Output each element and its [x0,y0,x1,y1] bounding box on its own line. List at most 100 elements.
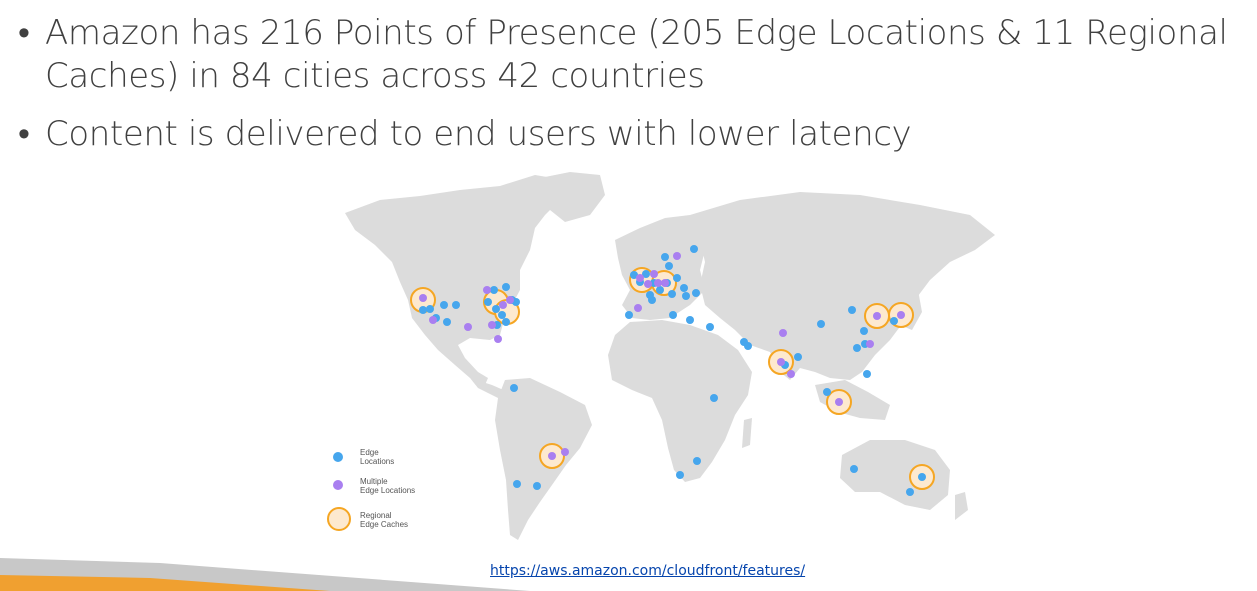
bullet-list: • Amazon has 216 Points of Presence (205… [18,12,1248,171]
multiple-edge-location-marker [654,279,662,287]
multiple-edge-location-marker [644,280,652,288]
edge-location-marker [510,384,518,392]
edge-location-marker [492,305,500,313]
legend-multiple-line2: Edge Locations [360,486,416,495]
edge-location-marker [890,317,898,325]
africa [608,320,752,482]
multiple-edge-location-marker [561,448,569,456]
multiple-edge-location-marker [787,370,795,378]
edge-location-marker [440,301,448,309]
southeast-asia [815,380,890,420]
edge-location-marker [661,253,669,261]
edge-location-marker [706,323,714,331]
edge-location-marker [853,344,861,352]
multiple-edge-location-marker [548,452,556,460]
legend-cache-line2: Edge Caches [360,520,409,529]
new-zealand [955,492,968,520]
bullet-item-pop: • Amazon has 216 Points of Presence (205… [18,12,1248,98]
multiple-edge-locations [419,252,905,460]
multiple-edge-location-marker [429,316,437,324]
edge-location-marker [823,388,831,396]
multiple-edge-location-marker [661,279,669,287]
edge-location-marker [682,292,690,300]
edge-location-marker [665,262,673,270]
legend-edge-label: Edge Locations [360,448,440,466]
multiple-edge-location-marker [488,321,496,329]
edge-location-marker [850,465,858,473]
edge-location-marker [673,274,681,282]
edge-location-marker [648,296,656,304]
edge-location-marker [484,298,492,306]
north-america [345,175,565,385]
edge-location-marker [906,488,914,496]
legend-cache-line1: Regional [360,511,392,520]
edge-location-marker [744,342,752,350]
legend-edge-marker [333,452,343,462]
multiple-edge-location-marker [634,304,642,312]
legend-cache-marker [327,507,351,531]
edge-location-marker [669,311,677,319]
land-masses [345,172,995,540]
edge-location-marker [533,482,541,490]
edge-location-marker [513,480,521,488]
legend-multiple-label: Multiple Edge Locations [360,477,440,495]
asia [690,192,995,380]
edge-location-marker [443,318,451,326]
bullet-text-pop: Amazon has 216 Points of Presence (205 E… [45,13,1228,96]
edge-location-marker [794,353,802,361]
multiple-edge-location-marker [464,323,472,331]
edge-location-marker [680,284,688,292]
edge-location-marker [918,473,926,481]
bullet-text-latency: Content is delivered to end users with l… [45,114,912,154]
edge-location-marker [817,320,825,328]
edge-location-marker [668,290,676,298]
edge-location-marker [630,271,638,279]
multiple-edge-location-marker [483,286,491,294]
multiple-edge-location-marker [419,294,427,302]
edge-location-marker [656,286,664,294]
multiple-edge-location-marker [673,252,681,260]
madagascar [742,418,752,448]
edge-location-marker [502,283,510,291]
uk [622,255,634,278]
edge-locations [419,245,926,496]
australia [840,440,950,510]
edge-location-marker [863,370,871,378]
multiple-edge-location-marker [835,398,843,406]
legend-cache-label: Regional Edge Caches [360,511,440,529]
slide-accent-stripe [0,558,530,591]
accent-orange-stripe [0,575,330,591]
edge-location-marker [686,316,694,324]
edge-location-marker [693,457,701,465]
multiple-edge-location-marker [650,270,658,278]
multiple-edge-location-marker [777,358,785,366]
multiple-edge-location-marker [897,311,905,319]
multiple-edge-location-marker [494,335,502,343]
edge-location-marker [690,245,698,253]
legend-edge-line1: Edge [360,448,379,457]
edge-location-marker [498,311,506,319]
multiple-edge-location-marker [779,329,787,337]
edge-location-marker [419,306,427,314]
edge-location-marker [692,289,700,297]
edge-location-marker [426,305,434,313]
multiple-edge-location-marker [499,301,507,309]
legend-multiple-marker [333,480,343,490]
edge-location-marker [490,286,498,294]
multiple-edge-location-marker [636,274,644,282]
edge-location-marker [642,270,650,278]
edge-location-marker [502,318,510,326]
edge-location-marker [710,394,718,402]
bullet-item-latency: • Content is delivered to end users with… [18,113,1248,156]
edge-location-marker [848,306,856,314]
cloudfront-features-link[interactable]: https://aws.amazon.com/cloudfront/featur… [490,563,806,579]
map-legend [327,452,351,531]
legend-edge-line2: Locations [360,457,395,466]
bullet-dot: • [18,114,30,154]
greenland [540,172,605,222]
multiple-edge-location-marker [506,296,514,304]
edge-location-marker [625,311,633,319]
edge-location-marker [676,471,684,479]
